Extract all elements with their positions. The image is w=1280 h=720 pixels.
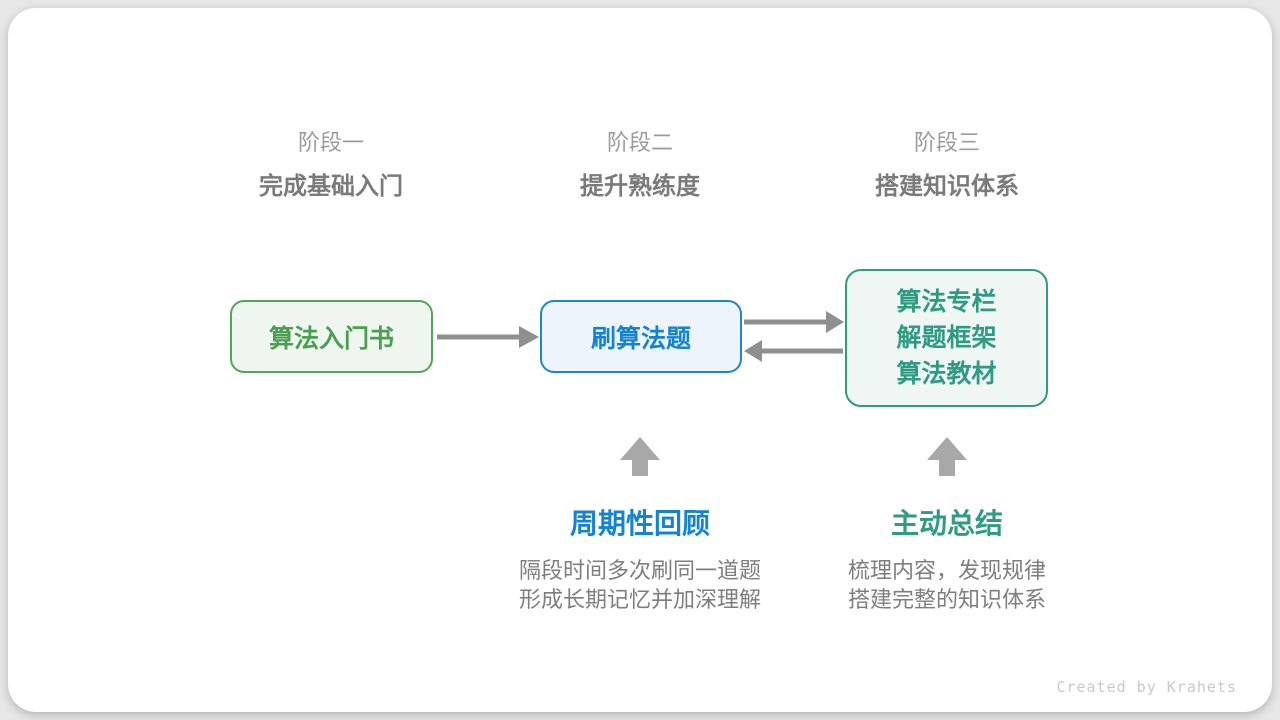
node-practice-problems: 刷算法题 — [540, 300, 742, 373]
stage-3-label: 阶段三 — [913, 130, 980, 155]
method-active-summary-title: 主动总结 — [890, 508, 1003, 539]
method-active-summary-desc-line-2: 搭建完整的知识体系 — [847, 587, 1046, 612]
node-intro-book-label: 算法入门书 — [268, 324, 394, 353]
method-periodic-review-title: 周期性回顾 — [569, 508, 710, 539]
stage-2-subtitle: 提升熟练度 — [580, 173, 700, 200]
node-practice-problems-label: 刷算法题 — [590, 324, 691, 353]
stage-header-1: 阶段一 完成基础入门 — [181, 129, 481, 202]
method-periodic-review-desc-line-2: 形成长期记忆并加深理解 — [518, 587, 761, 612]
method-active-summary-desc: 梳理内容，发现规律 搭建完整的知识体系 — [777, 556, 1117, 614]
method-periodic-review-desc-line-1: 隔段时间多次刷同一道题 — [518, 558, 761, 583]
stage-header-2: 阶段二 提升熟练度 — [490, 129, 790, 202]
stage-2-label: 阶段二 — [606, 130, 673, 155]
node-resources-line-2: 解题框架 — [896, 323, 997, 352]
node-knowledge-resources: 算法专栏 解题框架 算法教材 — [845, 269, 1048, 407]
method-periodic-review: 周期性回顾 隔段时间多次刷同一道题 形成长期记忆并加深理解 — [470, 508, 810, 614]
stage-1-label: 阶段一 — [297, 130, 364, 155]
method-active-summary: 主动总结 梳理内容，发现规律 搭建完整的知识体系 — [777, 508, 1117, 614]
stage-3-subtitle: 搭建知识体系 — [875, 173, 1019, 200]
node-resources-line-1: 算法专栏 — [896, 287, 997, 316]
credit-text: Created by Krahets — [1056, 678, 1237, 696]
node-intro-book: 算法入门书 — [230, 300, 433, 373]
node-resources-line-3: 算法教材 — [896, 359, 997, 388]
stage-header-3: 阶段三 搭建知识体系 — [797, 129, 1097, 202]
method-active-summary-desc-line-1: 梳理内容，发现规律 — [847, 558, 1046, 583]
stage-1-subtitle: 完成基础入门 — [259, 173, 403, 200]
method-periodic-review-desc: 隔段时间多次刷同一道题 形成长期记忆并加深理解 — [470, 556, 810, 614]
